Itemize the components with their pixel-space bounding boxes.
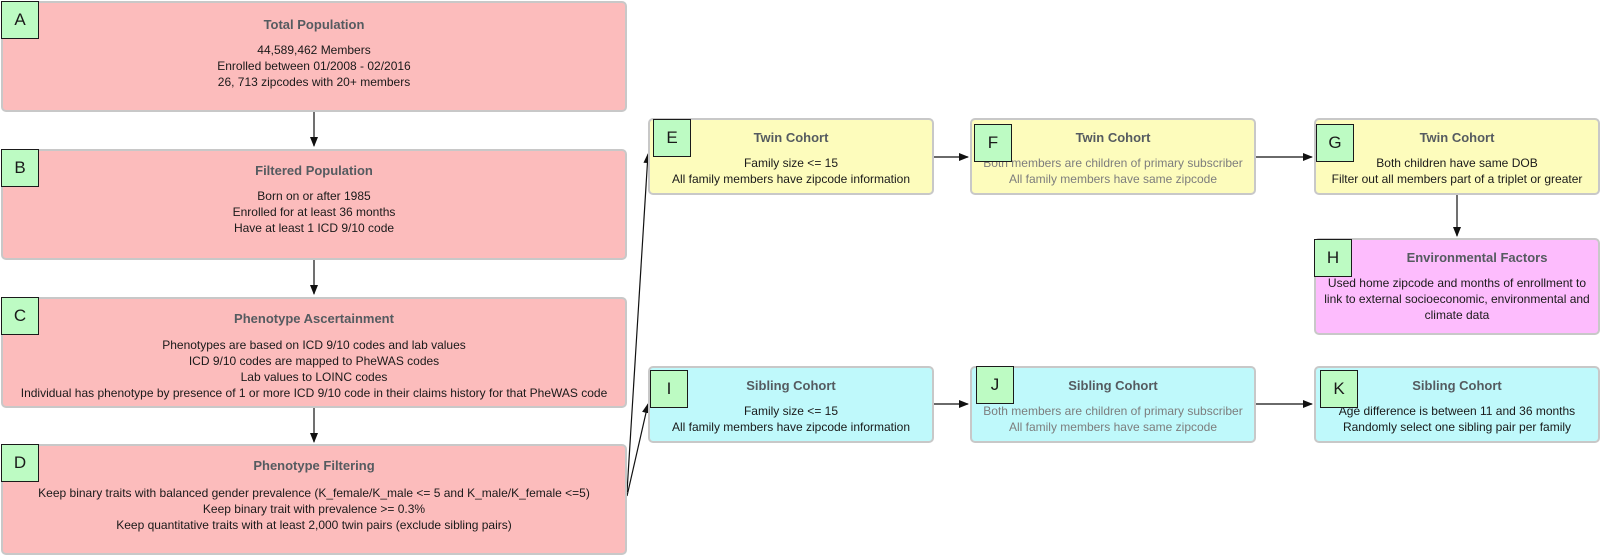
box-line: Both children have same DOB bbox=[1376, 156, 1538, 170]
box-environmental-factors: Environmental Factors Used home zipcode … bbox=[1314, 238, 1600, 335]
box-total-population: Total Population 44,589,462 Members Enro… bbox=[1, 1, 627, 112]
box-line: All family members have zipcode informat… bbox=[671, 420, 911, 434]
box-line: Family size <= 15 bbox=[743, 404, 839, 418]
box-line: Randomly select one sibling pair per fam… bbox=[1342, 420, 1572, 434]
box-line: Phenotypes are based on ICD 9/10 codes a… bbox=[162, 338, 466, 352]
box-line: Both members are children of primary sub… bbox=[983, 156, 1243, 170]
box-sibling-cohort-i: Sibling Cohort Family size <= 15 All fam… bbox=[648, 366, 934, 443]
step-label-d: D bbox=[1, 444, 39, 482]
box-line: Used home zipcode and months of enrollme… bbox=[1327, 276, 1587, 290]
step-label-h: H bbox=[1314, 239, 1352, 277]
box-phenotype-filtering: Phenotype Filtering Keep binary traits w… bbox=[1, 444, 627, 555]
box-title: Filtered Population bbox=[255, 163, 373, 178]
step-label-g: G bbox=[1316, 124, 1354, 162]
box-title: Total Population bbox=[263, 17, 365, 32]
box-twin-cohort-g: Twin Cohort Both children have same DOB … bbox=[1314, 118, 1600, 195]
step-label-j: J bbox=[976, 366, 1014, 404]
box-line: climate data bbox=[1424, 308, 1490, 322]
step-label-k: K bbox=[1320, 370, 1358, 408]
step-label-b: B bbox=[1, 149, 39, 187]
box-title: Sibling Cohort bbox=[1412, 378, 1502, 393]
box-line: Individual has phenotype by presence of … bbox=[20, 386, 608, 400]
box-line: link to external socioeconomic, environm… bbox=[1324, 292, 1590, 306]
box-line: Born on or after 1985 bbox=[257, 189, 371, 203]
box-title: Twin Cohort bbox=[1419, 130, 1495, 145]
box-line: Both members are children of primary sub… bbox=[983, 404, 1243, 418]
box-line: Enrolled for at least 36 months bbox=[232, 205, 396, 219]
box-sibling-cohort-j: Sibling Cohort Both members are children… bbox=[970, 366, 1256, 443]
box-line: All family members have zipcode informat… bbox=[671, 172, 911, 186]
box-line: All family members have same zipcode bbox=[1008, 420, 1218, 434]
box-line: 26, 713 zipcodes with 20+ members bbox=[217, 75, 411, 89]
box-line: Enrolled between 01/2008 - 02/2016 bbox=[217, 59, 411, 73]
box-twin-cohort-f: Twin Cohort Both members are children of… bbox=[970, 118, 1256, 195]
box-title: Phenotype Ascertainment bbox=[234, 311, 394, 326]
box-line: Have at least 1 ICD 9/10 code bbox=[233, 221, 395, 235]
box-twin-cohort-e: Twin Cohort Family size <= 15 All family… bbox=[648, 118, 934, 195]
box-title: Phenotype Filtering bbox=[253, 458, 375, 473]
box-line: Age difference is between 11 and 36 mont… bbox=[1338, 404, 1576, 418]
arrow-d-to-e bbox=[626, 153, 652, 493]
step-label-a: A bbox=[1, 1, 39, 39]
box-sibling-cohort-k: Sibling Cohort Age difference is between… bbox=[1314, 366, 1600, 443]
box-line: Filter out all members part of a triplet… bbox=[1331, 172, 1583, 186]
box-line: Keep binary trait with prevalence >= 0.3… bbox=[202, 502, 426, 516]
box-filtered-population: Filtered Population Born on or after 198… bbox=[1, 149, 627, 260]
box-line: Lab values to LOINC codes bbox=[240, 370, 388, 384]
box-phenotype-ascertainment: Phenotype Ascertainment Phenotypes are b… bbox=[1, 297, 627, 408]
box-title: Twin Cohort bbox=[753, 130, 829, 145]
step-label-e: E bbox=[653, 119, 691, 157]
box-title: Sibling Cohort bbox=[746, 378, 836, 393]
box-title: Sibling Cohort bbox=[1068, 378, 1158, 393]
box-line: 44,589,462 Members bbox=[257, 43, 371, 57]
step-label-c: C bbox=[1, 297, 39, 335]
box-line: Family size <= 15 bbox=[743, 156, 839, 170]
box-line: ICD 9/10 codes are mapped to PheWAS code… bbox=[188, 354, 440, 368]
step-label-f: F bbox=[974, 124, 1012, 162]
box-title: Twin Cohort bbox=[1075, 130, 1151, 145]
arrow-d-to-i bbox=[626, 403, 650, 497]
step-label-i: I bbox=[650, 370, 688, 408]
box-line: All family members have same zipcode bbox=[1008, 172, 1218, 186]
box-title: Environmental Factors bbox=[1406, 250, 1548, 265]
box-line: Keep binary traits with balanced gender … bbox=[38, 486, 590, 500]
box-line: Keep quantitative traits with at least 2… bbox=[116, 518, 512, 532]
